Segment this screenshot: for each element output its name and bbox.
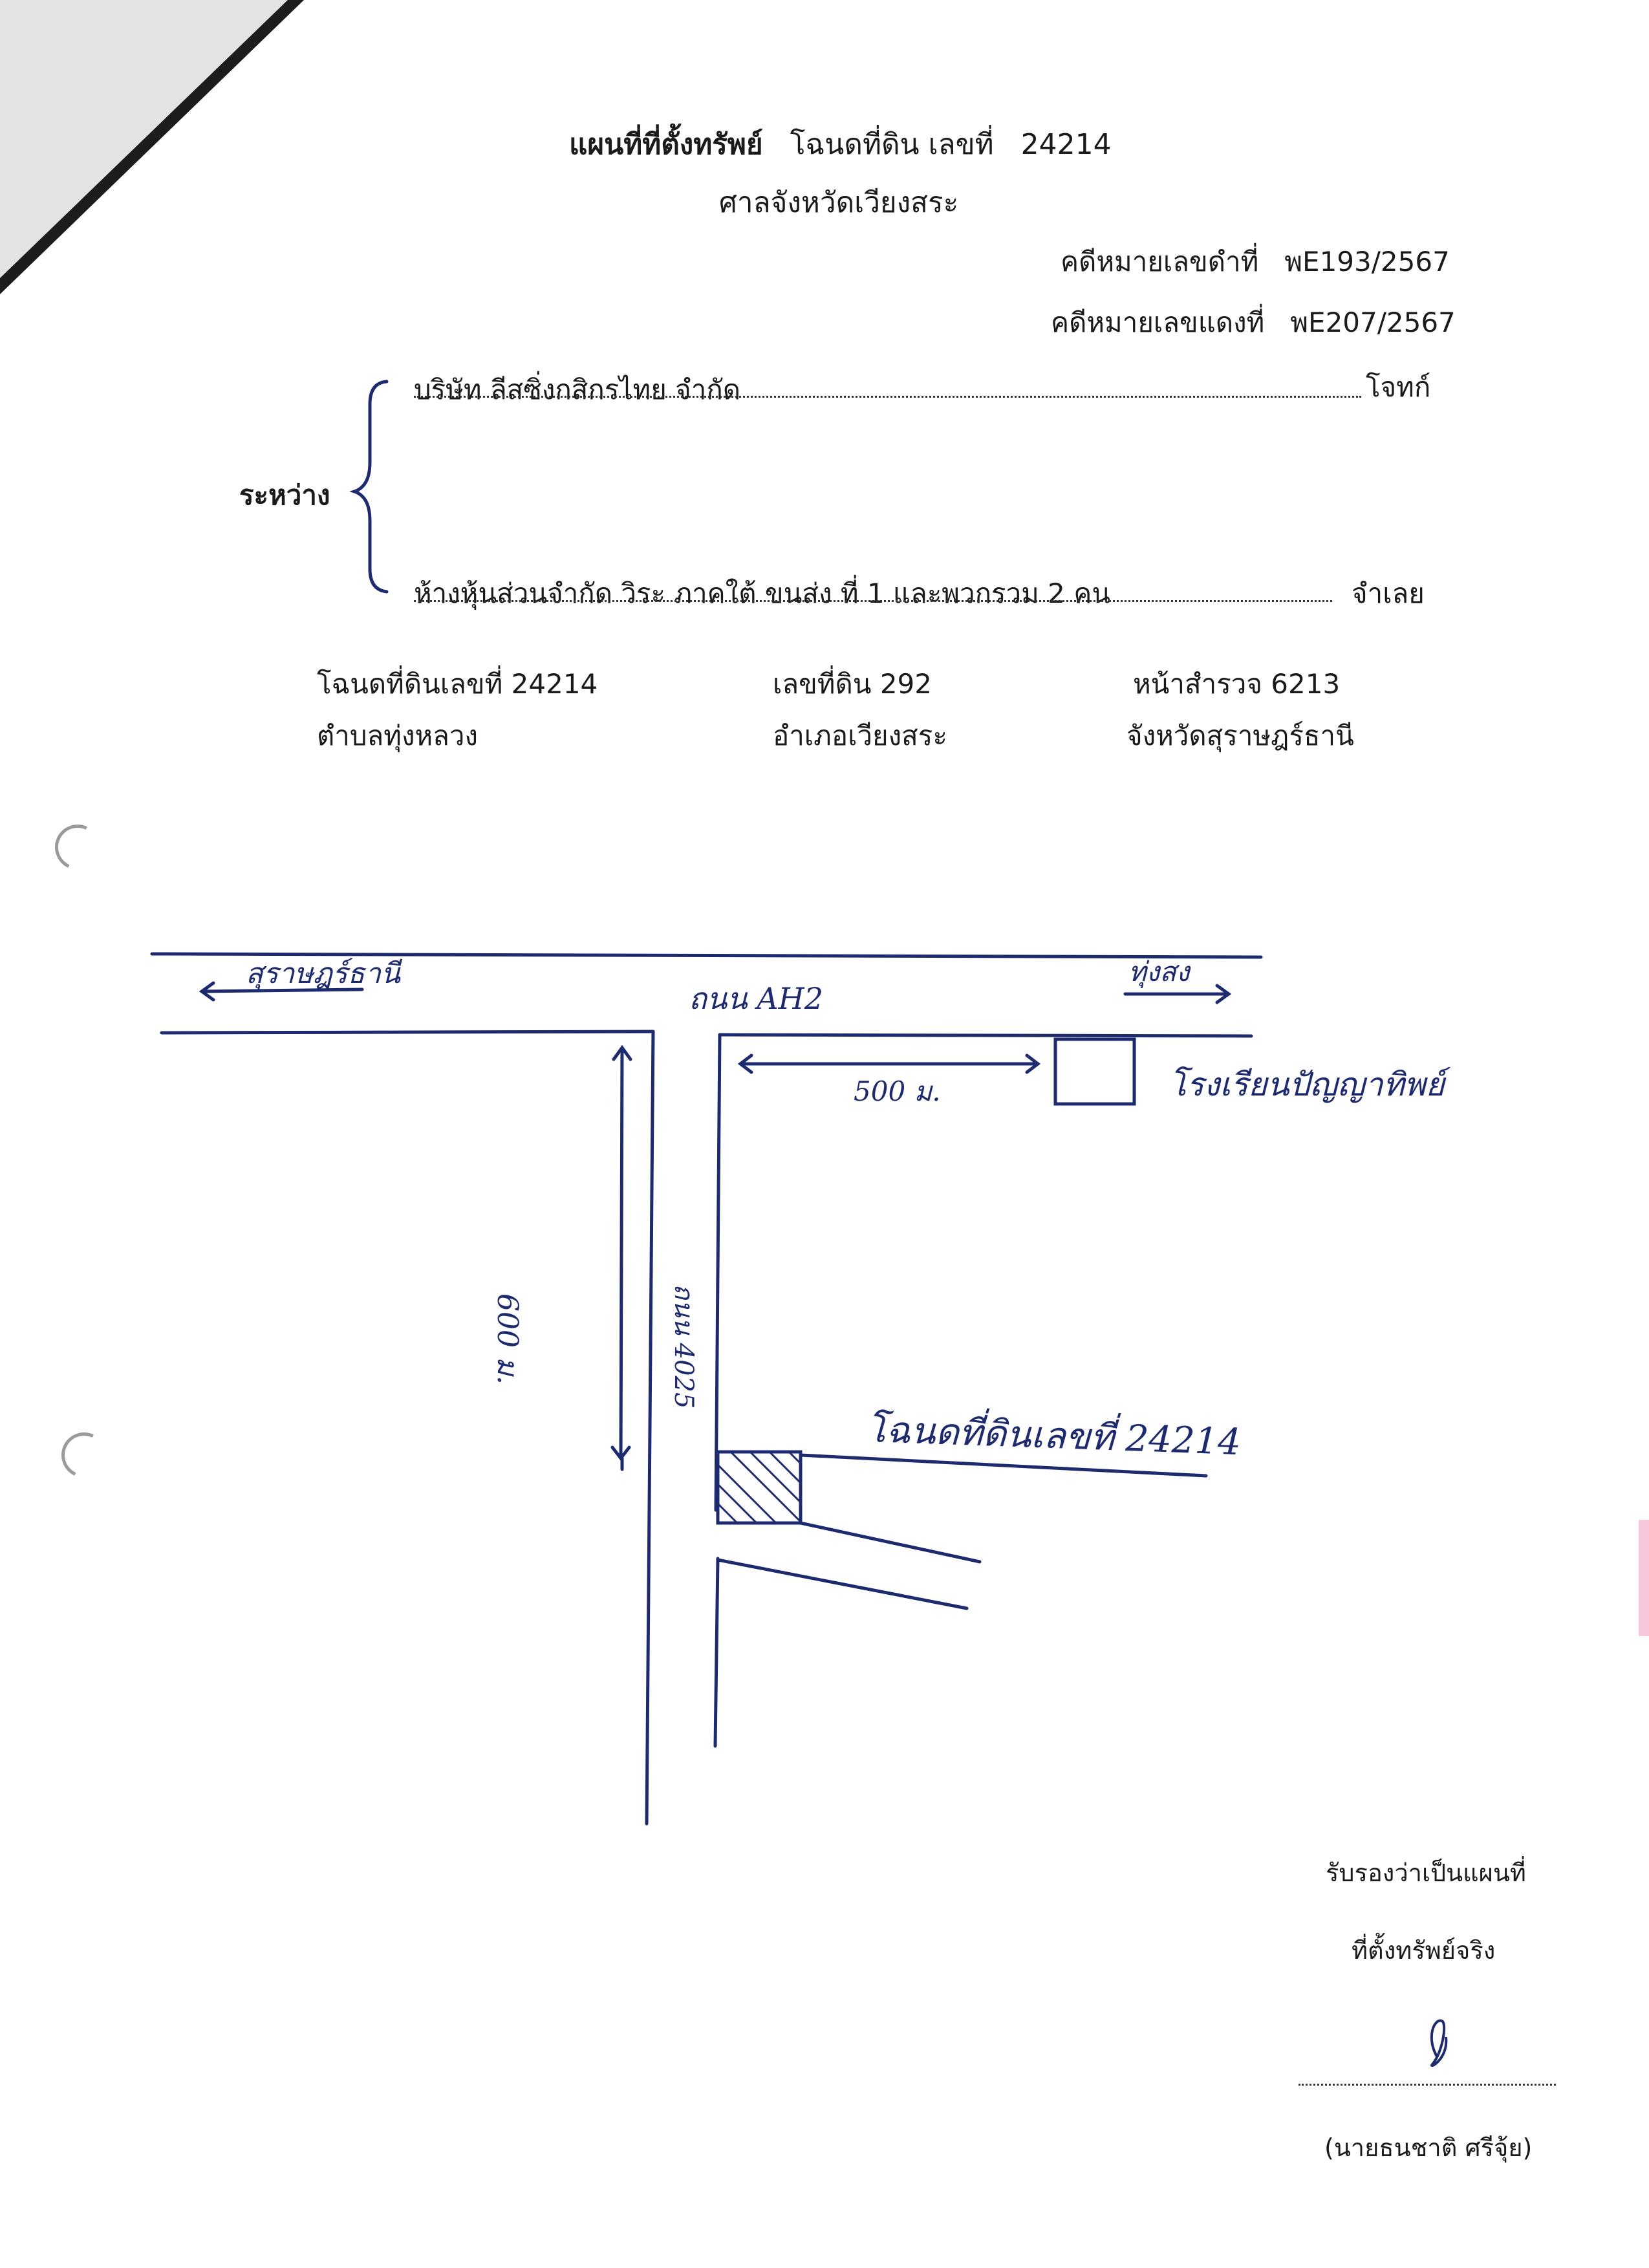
vertical-distance-arrow <box>619 1046 624 1460</box>
certification-line2: ที่ตั้งทรัพย์จริง <box>1352 1936 1496 1965</box>
red-case-line: คดีหมายเลขแดงที่ พE207/2567 <box>1051 301 1456 344</box>
school-label: โรงเรียนปัญญาทิพย์ <box>1169 1066 1445 1103</box>
between-brace <box>349 380 389 594</box>
certification-line1: รับรองว่าเป็นแผนที่ <box>1326 1859 1526 1887</box>
red-case-no: พE207/2567 <box>1290 307 1456 338</box>
branch-road-bottom <box>716 1558 969 1610</box>
title-bold: แผนที่ที่ตั้งทรัพย์ <box>569 128 763 161</box>
defendant-dotted-line <box>414 600 1332 602</box>
black-case-label: คดีหมายเลขดำที่ <box>1061 246 1259 277</box>
title-deed-no: 24214 <box>1020 128 1112 161</box>
black-case-line: คดีหมายเลขดำที่ พE193/2567 <box>1061 241 1450 283</box>
main-road-label: ถนน AH2 <box>689 981 823 1016</box>
document-title: แผนที่ที่ตั้งทรัพย์ โฉนดที่ดิน เลขที่ 24… <box>569 122 1112 167</box>
property-subdistrict: ตำบลทุ่งหลวง <box>317 720 478 751</box>
scan-pink-edge <box>1639 1520 1649 1636</box>
main-road-bottom-edge-left <box>160 1030 655 1035</box>
left-direction-arrow <box>200 988 364 993</box>
signer-name: (นายธนชาติ ศรีจุ้ย) <box>1324 2133 1533 2162</box>
side-road-right-edge-lower <box>713 1557 720 1748</box>
defendant-role: จำเลย <box>1352 578 1425 609</box>
side-road-left-edge <box>645 1030 655 1826</box>
school-building <box>1053 1037 1136 1106</box>
scan-corner-fold-inner <box>0 0 288 278</box>
signature-dotted-line <box>1299 2084 1556 2086</box>
branch-road-top <box>799 1521 982 1564</box>
defendant-name: ห้างหุ้นส่วนจำกัด วิระ ภาคใต้ ขนส่ง ที่ … <box>414 578 1111 609</box>
main-road-top-edge <box>150 952 1263 959</box>
property-province: จังหวัดสุราษฎร์ธานี <box>1126 720 1354 751</box>
school-distance-label: 500 ม. <box>854 1075 941 1107</box>
black-case-no: พE193/2567 <box>1284 246 1450 277</box>
property-district: อำเภอเวียงสระ <box>773 720 947 751</box>
between-label: ระหว่าง <box>239 479 330 511</box>
main-road-bottom-edge-right <box>718 1033 1253 1038</box>
title-deed: โฉนดที่ดิน เลขที่ <box>790 128 994 161</box>
property-land-no: เลขที่ดิน 292 <box>773 668 932 700</box>
plaintiff-role: โจทก์ <box>1366 371 1431 403</box>
court-name: ศาลจังหวัดเวียงสระ <box>719 186 959 219</box>
plaintiff-name: บริษัท ลีสซิ่งกสิกรไทย จำกัด <box>414 374 741 405</box>
red-case-label: คดีหมายเลขแดงที่ <box>1051 307 1265 338</box>
left-direction-label: สุราษฎร์ธานี <box>246 957 401 990</box>
land-parcel <box>716 1450 803 1525</box>
plaintiff-dotted-line <box>414 396 1361 398</box>
property-survey-page: หน้าสำรวจ 6213 <box>1133 668 1341 700</box>
side-road-right-edge-upper <box>714 1033 722 1512</box>
right-direction-label: ทุ่งสง <box>1128 956 1190 988</box>
parcel-leader-line <box>799 1453 1208 1478</box>
property-deed: โฉนดที่ดินเลขที่ 24214 <box>317 668 598 700</box>
